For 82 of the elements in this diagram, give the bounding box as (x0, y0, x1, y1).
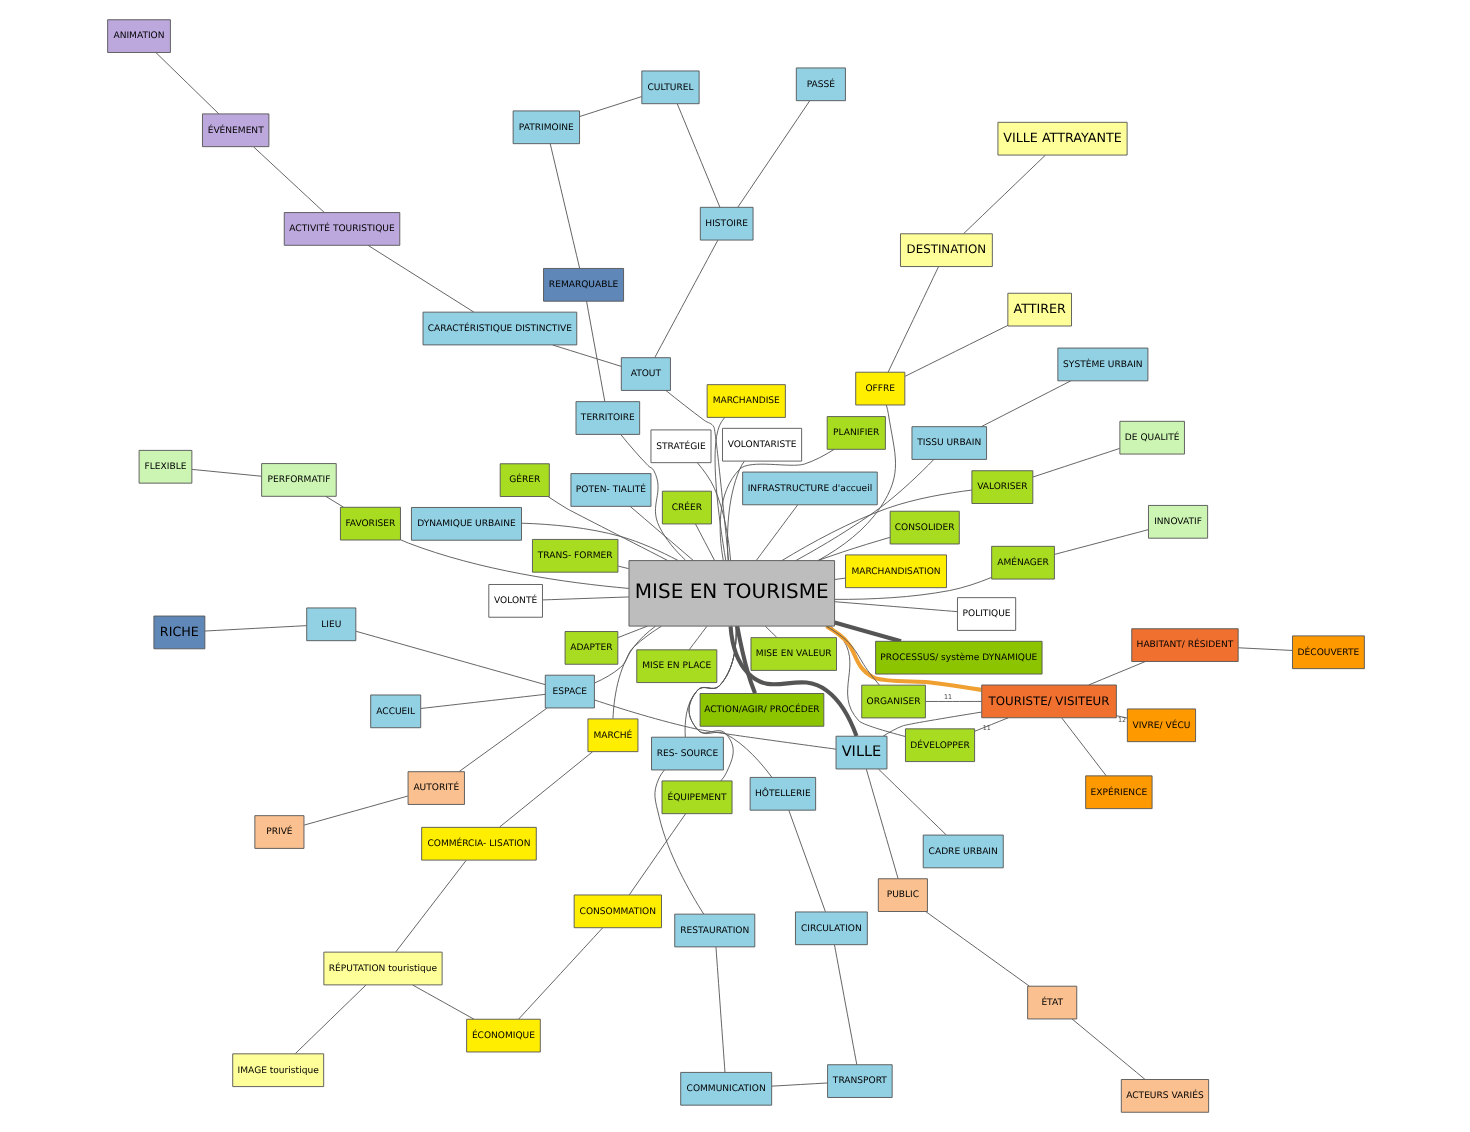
connector (687, 625, 707, 651)
connector (366, 244, 474, 313)
connector (394, 859, 466, 953)
connector (736, 100, 810, 208)
connector (754, 504, 797, 561)
connector (824, 625, 879, 686)
connector (653, 239, 718, 359)
connector (962, 154, 1045, 235)
connector (520, 522, 678, 562)
connector (903, 324, 1008, 377)
connector (1114, 715, 1127, 719)
connector (578, 96, 642, 118)
connector (833, 620, 901, 644)
connector (833, 577, 845, 580)
connector (734, 625, 756, 695)
connector (787, 809, 825, 913)
connector (546, 496, 668, 561)
connector (864, 768, 898, 880)
connector (498, 751, 593, 828)
connector (1087, 661, 1145, 686)
connector (696, 462, 731, 561)
connector (1060, 717, 1106, 777)
connector (593, 699, 836, 750)
connector (924, 701, 982, 702)
connector (675, 103, 720, 208)
connector (833, 944, 857, 1066)
connector (203, 625, 306, 632)
connector (154, 52, 219, 115)
connector (687, 625, 772, 778)
connector (877, 768, 946, 836)
connector (829, 625, 905, 737)
connector (551, 344, 621, 367)
connector (1236, 647, 1292, 651)
connector (324, 495, 343, 508)
connector (593, 625, 661, 684)
connector (585, 300, 605, 402)
connector (411, 984, 474, 1020)
connector (1031, 447, 1120, 478)
connector (718, 449, 834, 561)
connector (1070, 1018, 1145, 1080)
connector (252, 146, 324, 213)
connector (653, 769, 704, 915)
connector (687, 625, 736, 782)
connector (726, 460, 744, 562)
connector (293, 984, 366, 1055)
connector (619, 434, 686, 561)
connector (683, 625, 736, 738)
connector (627, 813, 685, 896)
connector (713, 416, 726, 562)
connector (881, 711, 982, 737)
connector (541, 596, 629, 601)
connector (616, 625, 647, 639)
connector (664, 390, 729, 561)
connector (419, 693, 545, 709)
connector (694, 523, 714, 561)
connector (190, 468, 261, 477)
connector (727, 626, 858, 737)
connector (354, 630, 545, 686)
connector (816, 404, 895, 561)
connector (763, 625, 777, 638)
connector (770, 1082, 827, 1087)
connector (833, 576, 991, 600)
connector (780, 489, 972, 561)
connector (824, 624, 981, 692)
connector (794, 459, 934, 562)
connector (924, 911, 1029, 987)
connector (980, 380, 1071, 427)
connector (973, 717, 1008, 732)
connector (302, 795, 408, 826)
node-box: MISE EN TOURISME (627, 560, 835, 627)
connector (548, 143, 580, 269)
connector (457, 707, 547, 772)
connector (714, 946, 725, 1073)
connector (611, 625, 655, 720)
connector (628, 506, 693, 561)
connector (833, 601, 957, 613)
connector (517, 927, 603, 1020)
connector (886, 266, 939, 373)
connector (399, 539, 629, 589)
connector (816, 536, 890, 561)
connector (1053, 529, 1148, 555)
connector (616, 565, 629, 570)
